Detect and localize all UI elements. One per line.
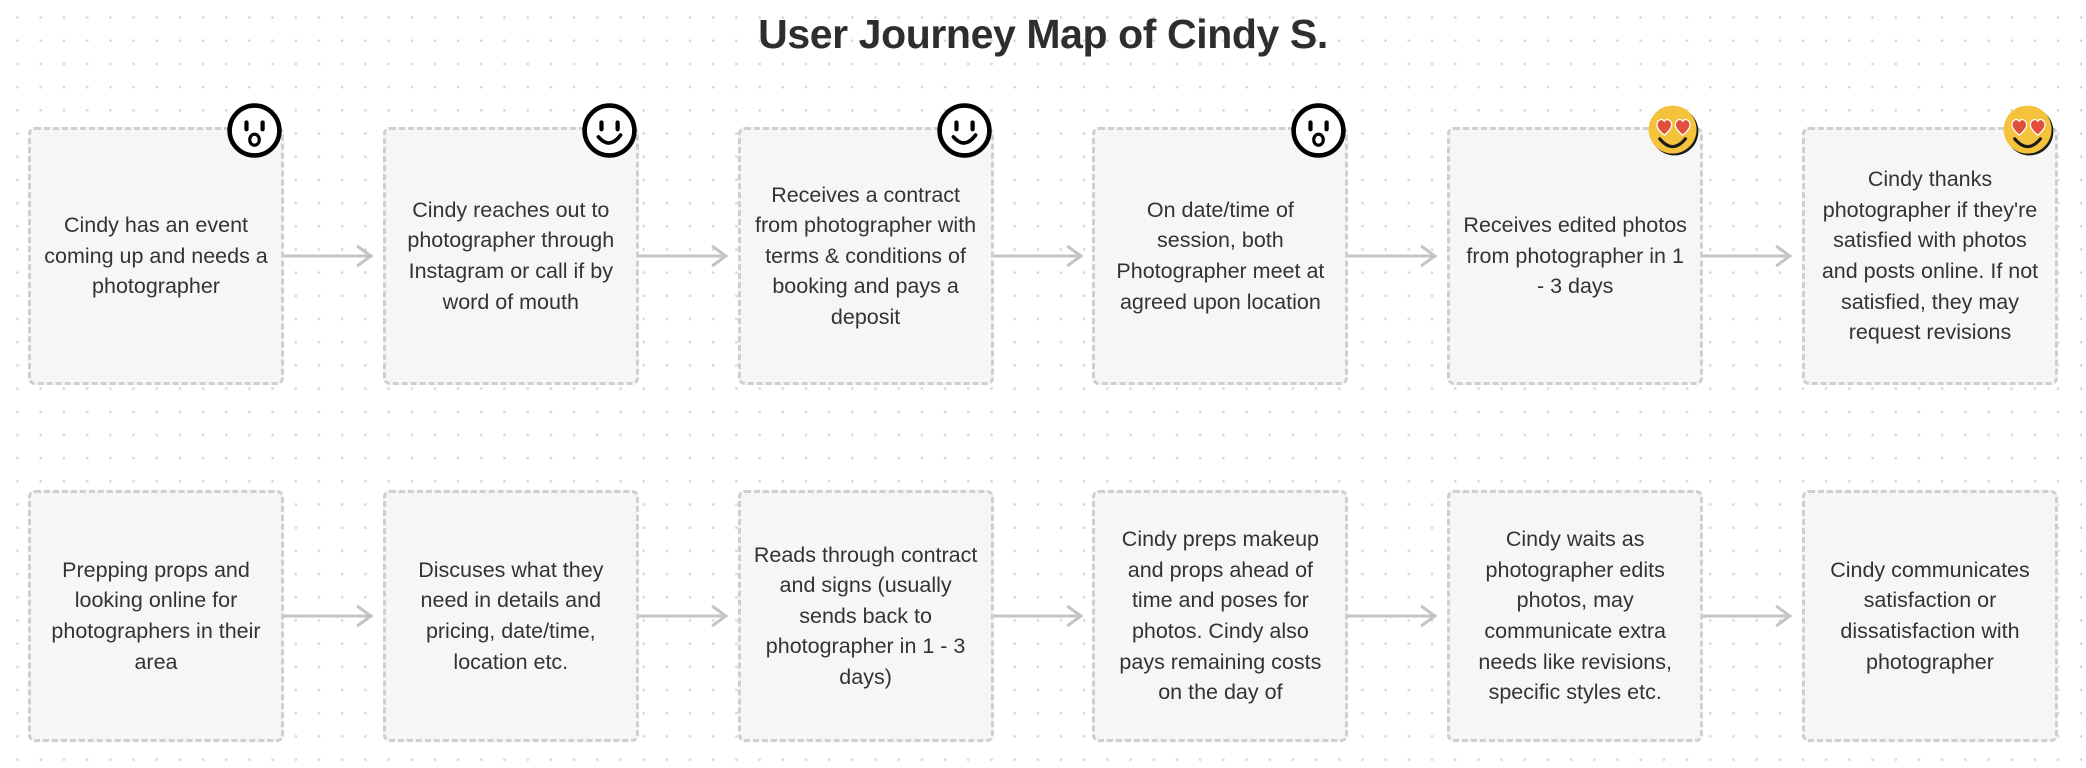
arrow-connector — [1348, 603, 1447, 629]
journey-card[interactable]: Cindy reaches out to photographer throug… — [382, 103, 639, 385]
arrow-connector — [638, 243, 738, 269]
arrow-connector — [638, 603, 738, 629]
arrow-connector — [1348, 243, 1447, 269]
page-title-container: User Journey Map of Cindy S. — [0, 10, 2086, 59]
journey-card-text: Cindy thanks photographer if they're sat… — [1821, 167, 2039, 345]
journey-card-text: Cindy reaches out to photographer throug… — [407, 197, 615, 314]
arrow-connector — [993, 243, 1093, 269]
journey-card[interactable]: Cindy communicates satisfaction or dissa… — [1801, 490, 2058, 742]
journey-card[interactable]: Cindy preps makeup and props ahead of ti… — [1092, 490, 1349, 742]
arrow-connector — [993, 603, 1093, 629]
journey-card[interactable]: Cindy waits as photographer edits photos… — [1447, 490, 1704, 742]
journey-row-details: Prepping props and looking online for ph… — [28, 490, 2058, 742]
arrow-connector — [284, 603, 383, 629]
journey-card[interactable]: Reads through contract and signs (usuall… — [737, 490, 994, 742]
journey-card[interactable]: Cindy thanks photographer if they're sat… — [1801, 105, 2058, 385]
journey-card-text: Cindy communicates satisfaction or dissa… — [1830, 557, 2030, 674]
journey-card-text: Cindy preps makeup and props ahead of ti… — [1119, 527, 1322, 705]
arrow-connector — [1703, 243, 1802, 269]
journey-card-text: On date/time of session, both Photograph… — [1116, 197, 1325, 314]
journey-card-text: Prepping props and looking online for ph… — [51, 557, 261, 674]
heart-eyes-face-emoji — [1999, 101, 2058, 160]
heart-eyes-face-emoji — [1644, 101, 1703, 160]
hushed-face-emoji — [1289, 101, 1348, 160]
slightly-smiling-face-emoji — [935, 101, 994, 160]
journey-card-text: Discuses what they need in details and p… — [418, 557, 604, 674]
journey-card[interactable]: Prepping props and looking online for ph… — [28, 490, 284, 742]
journey-row-actions: Cindy has an event coming up and needs a… — [28, 103, 2058, 385]
journey-card[interactable]: Discuses what they need in details and p… — [382, 490, 639, 742]
journey-card-text: Reads through contract and signs (usuall… — [753, 542, 978, 689]
hushed-face-emoji — [225, 101, 284, 160]
journey-card[interactable]: Receives a contract from photographer wi… — [737, 103, 994, 385]
journey-card[interactable]: Cindy has an event coming up and needs a… — [28, 103, 284, 385]
arrow-connector — [284, 243, 383, 269]
journey-card-text: Receives a contract from photographer wi… — [755, 182, 977, 329]
journey-card-text: Cindy has an event coming up and needs a… — [44, 213, 268, 299]
page-title: User Journey Map of Cindy S. — [758, 11, 1328, 57]
journey-card[interactable]: Receives edited photos from photographer… — [1447, 105, 1704, 385]
arrow-connector — [1703, 603, 1802, 629]
slightly-smiling-face-emoji — [580, 101, 639, 160]
journey-card-text: Receives edited photos from photographer… — [1463, 213, 1687, 299]
journey-card[interactable]: On date/time of session, both Photograph… — [1092, 103, 1349, 385]
journey-card-text: Cindy waits as photographer edits photos… — [1478, 527, 1672, 705]
